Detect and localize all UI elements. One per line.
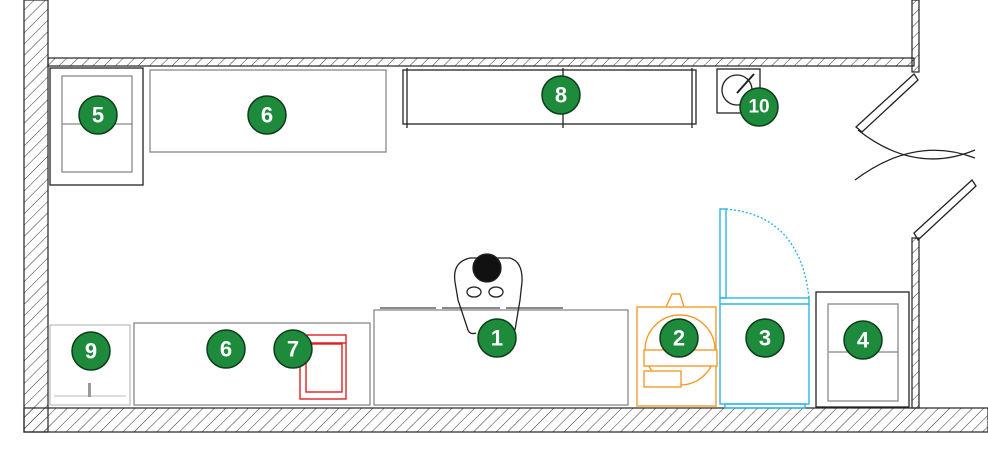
oven-2 [636, 293, 718, 407]
marker-label: 6 [261, 103, 273, 128]
marker-label: 1 [491, 326, 503, 351]
marker-7: 7 [273, 329, 313, 369]
bottom-wall [23, 407, 988, 433]
marker-label: 8 [555, 83, 567, 108]
marker-4: 4 [843, 320, 883, 360]
marker-10: 10 [739, 87, 779, 127]
marker-1: 1 [477, 318, 517, 358]
right-wall-upper [911, 0, 920, 73]
marker-3: 3 [745, 318, 785, 358]
top-wall [47, 57, 915, 67]
marker-label: 4 [857, 328, 870, 353]
marker-label: 10 [748, 97, 769, 118]
left-wall [23, 0, 49, 433]
double-door [854, 73, 977, 242]
marker-label: 7 [287, 337, 299, 362]
fridge-3 [719, 208, 810, 409]
marker-label: 3 [759, 326, 771, 351]
marker-6-bottom: 6 [206, 329, 246, 369]
marker-8: 8 [541, 75, 581, 115]
marker-6-top: 6 [247, 95, 287, 135]
marker-9: 9 [71, 331, 111, 371]
right-wall-lower [911, 237, 920, 409]
marker-label: 5 [92, 103, 104, 128]
marker-2: 2 [659, 318, 699, 358]
marker-label: 6 [220, 337, 232, 362]
marker-label: 9 [85, 339, 97, 364]
marker-label: 2 [673, 326, 685, 351]
marker-5: 5 [78, 95, 118, 135]
walls [23, 0, 988, 433]
person-icon [453, 253, 523, 335]
